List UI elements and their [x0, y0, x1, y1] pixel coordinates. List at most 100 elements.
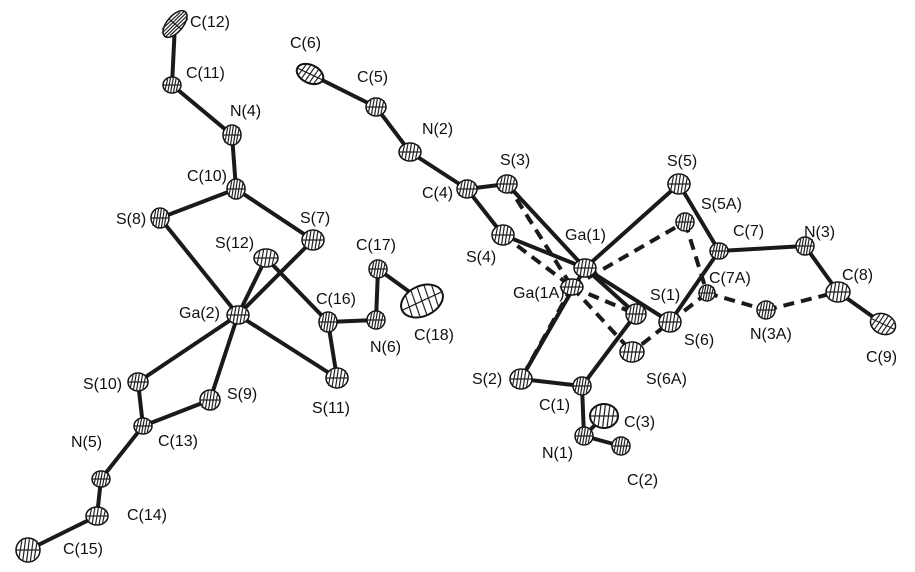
atom-label-c17: C(17) [356, 237, 396, 254]
atom-c7a [698, 284, 716, 302]
atom-label-c1: C(1) [539, 397, 570, 414]
atom-n3 [795, 236, 815, 256]
atom-label-c12: C(12) [190, 14, 230, 31]
atom-label-c10: C(10) [187, 168, 227, 185]
atom-label-c4: C(4) [422, 185, 453, 202]
atom-c13 [133, 417, 153, 435]
atom-s1 [625, 303, 647, 325]
atom-c6 [295, 62, 325, 86]
atom-label-c5: C(5) [357, 69, 388, 86]
atom-label-c13: C(13) [158, 433, 198, 450]
bond-c7-n3 [717, 244, 807, 253]
atom-c5 [365, 97, 387, 117]
bond-s4-ga1a [501, 233, 574, 289]
atom-n1 [574, 426, 594, 446]
atom-c16 [318, 311, 338, 333]
atom-ga1a [560, 278, 584, 296]
bond-ga2-s11 [236, 313, 339, 380]
atom-label-c6: C(6) [290, 35, 321, 52]
bond-ga2-s9 [208, 313, 240, 402]
atom-label-c3: C(3) [624, 414, 655, 431]
atom-label-s4: S(4) [466, 249, 496, 266]
atom-label-ga1: Ga(1) [565, 227, 606, 244]
atom-label-n2: N(2) [422, 121, 453, 138]
atom-s5a [675, 212, 695, 232]
atom-label-s10: S(10) [83, 376, 122, 393]
bond-c7a-s6a [630, 291, 709, 354]
bond-s9-c13 [141, 398, 212, 428]
atom-n3a [756, 300, 776, 320]
bond-s5-c7 [677, 182, 721, 253]
bond-s5-ga1 [583, 182, 681, 270]
atom-label-n3a: N(3A) [750, 326, 792, 343]
atom-label-s8: S(8) [116, 211, 146, 228]
atom-label-s9: S(9) [227, 386, 257, 403]
atom-c1 [572, 376, 592, 396]
atom-label-s3: S(3) [500, 152, 530, 169]
atom-c2 [611, 436, 631, 456]
atom-label-s5a: S(5A) [701, 196, 742, 213]
atom-s9 [199, 389, 221, 411]
atom-c7 [709, 242, 729, 260]
atom-s7 [301, 229, 325, 251]
bond-s3-ga1 [505, 182, 587, 270]
atom-s12 [253, 248, 279, 268]
atom-label-s6a: S(6A) [646, 371, 687, 388]
bond-c7-s6 [668, 249, 721, 324]
atom-label-c16: C(16) [316, 291, 356, 308]
atom-s5 [667, 173, 691, 195]
atom-label-n1: N(1) [542, 445, 573, 462]
atom-n2 [398, 142, 422, 162]
atom-label-c7: C(7) [733, 223, 764, 240]
atom-label-n5: N(5) [71, 434, 102, 451]
bond-c11-n4 [170, 83, 234, 137]
bond-s4-ga1 [501, 233, 587, 270]
atom-label-c7a: C(7A) [709, 270, 751, 287]
bond-s12-ga2 [236, 256, 268, 317]
atom-label-n3: N(3) [804, 224, 835, 241]
atom-c11 [162, 76, 182, 94]
atom-s2 [509, 368, 533, 390]
atom-c8 [825, 281, 851, 303]
atom-c15 [15, 537, 41, 563]
atom-c9 [869, 312, 897, 336]
atom-label-s2: S(2) [472, 371, 502, 388]
atom-label-s11: S(11) [312, 400, 350, 417]
atom-c14 [85, 506, 109, 526]
atom-s10 [127, 372, 149, 392]
bond-c7a-n3a [706, 291, 767, 312]
atom-label-s6: S(6) [684, 332, 714, 349]
atom-ga2 [226, 305, 250, 325]
atom-label-c9: C(9) [866, 349, 897, 366]
atom-n5 [91, 470, 111, 488]
atom-s8 [150, 207, 170, 229]
atom-s3 [496, 174, 518, 194]
atom-c10 [226, 178, 246, 200]
bond-s1-c1 [580, 312, 638, 388]
bond-s8-ga2 [158, 216, 240, 317]
atom-label-c11: C(11) [186, 65, 225, 82]
atom-s11 [325, 367, 349, 389]
bond-ga1-s6 [583, 266, 672, 324]
bond-s5a-c7a [683, 221, 709, 294]
atom-ga1 [573, 258, 597, 278]
bond-c10-s8 [158, 187, 238, 220]
atom-label-s1: S(1) [650, 287, 680, 304]
bond-c13-n5 [99, 424, 145, 481]
atom-label-ga1a: Ga(1A) [513, 285, 565, 302]
atom-s4 [491, 224, 515, 246]
atom-label-c15: C(15) [63, 541, 103, 558]
atom-c3 [589, 403, 619, 429]
bond-c14-c15 [26, 514, 99, 552]
bond-ga2-s10 [136, 313, 240, 384]
bond-c10-s7 [234, 187, 315, 242]
atom-label-s7: S(7) [300, 210, 330, 227]
bond-s12-c16 [264, 256, 330, 324]
bond-ga1a-s6a [570, 285, 634, 354]
atom-n4 [222, 124, 242, 146]
atom-n6 [366, 310, 386, 330]
bond-s3-ga1a [505, 182, 574, 289]
atom-label-ga2: Ga(2) [179, 305, 220, 322]
